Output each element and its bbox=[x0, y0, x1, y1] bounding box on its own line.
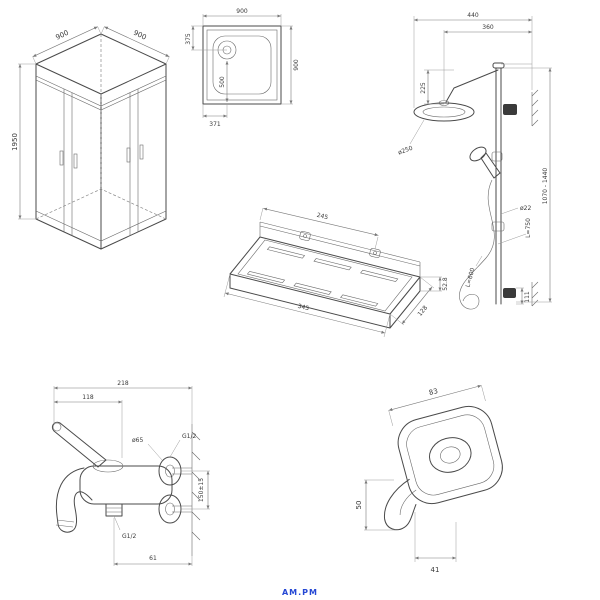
column-hose-lower-label: L=600 bbox=[465, 267, 477, 288]
tray-right-label: 900 bbox=[293, 59, 300, 71]
shelf-length-label: 345 bbox=[297, 303, 310, 313]
column-overall-width-label: 440 bbox=[467, 12, 479, 19]
mixer-dimensions: 118 218 150±15 ø65 G1/2 G1/2 61 bbox=[53, 380, 210, 566]
column-head-drop-label: 225 bbox=[420, 82, 427, 94]
tray-dimensions: 900 900 375 500 371 bbox=[185, 8, 300, 128]
cabin-dimensions: 900 900 1950 bbox=[11, 26, 170, 220]
mixer-thread-bottom-label: G1/2 bbox=[122, 533, 136, 540]
column-outline bbox=[413, 62, 539, 310]
hook-width-label: 83 bbox=[428, 387, 439, 397]
shower-tray-drawing: 900 900 375 500 371 bbox=[183, 6, 301, 128]
column-hose-upper-label: L=750 bbox=[525, 218, 532, 238]
wall-bracket-top bbox=[503, 104, 517, 115]
hand-shower bbox=[469, 146, 501, 179]
column-dimensions: 440 360 225 ø250 1070 - 1440 L=750 ø22 L… bbox=[397, 12, 552, 305]
mixer-escutcheon-dia-label: ø65 bbox=[132, 437, 143, 444]
cabin-width-label: 900 bbox=[54, 29, 70, 42]
tray-outline bbox=[202, 25, 282, 105]
cabin-outline bbox=[35, 33, 167, 250]
cabin-depth-label: 900 bbox=[132, 29, 148, 42]
column-base-label: 111 bbox=[524, 291, 531, 303]
cabin-height-label: 1950 bbox=[11, 133, 19, 151]
mixer-inlet-spacing-label: 150±15 bbox=[198, 478, 205, 502]
cabin-doors bbox=[59, 88, 144, 236]
mixer-outlet bbox=[105, 503, 123, 517]
mixer-handle-dim-label: 118 bbox=[82, 394, 94, 401]
hook-base-width-label: 41 bbox=[431, 566, 440, 574]
slider-bracket bbox=[491, 221, 505, 232]
column-head-dia-label: ø250 bbox=[397, 145, 414, 157]
shower-hose bbox=[459, 179, 495, 310]
tray-center-label: 500 bbox=[219, 76, 226, 88]
mixer-outlet-offset-label: 61 bbox=[149, 555, 157, 562]
column-height-range-label: 1070 - 1440 bbox=[542, 168, 549, 205]
shower-shelf-drawing: 245 345 128 52.8 bbox=[205, 192, 450, 370]
tray-top-label: 900 bbox=[236, 8, 248, 15]
mixer-spout bbox=[55, 467, 93, 533]
shelf-width-label: 245 bbox=[316, 212, 329, 222]
hook-dimensions: 83 50 41 bbox=[355, 384, 486, 574]
shower-column-drawing: 440 360 225 ø250 1070 - 1440 L=750 ø22 L… bbox=[380, 4, 595, 349]
shelf-depth-label: 128 bbox=[417, 304, 430, 317]
tray-bottom-label: 371 bbox=[209, 121, 221, 128]
wall-bracket-bottom bbox=[503, 288, 516, 298]
brand-watermark: AM.PM bbox=[281, 588, 319, 597]
column-pipe-dia-label: ø22 bbox=[520, 205, 531, 212]
robe-hook-drawing: 83 50 41 bbox=[330, 372, 585, 590]
hook-arm bbox=[384, 478, 417, 531]
mixer-thread-top-label: G1/2 bbox=[182, 433, 196, 440]
shower-mixer-drawing: 118 218 150±15 ø65 G1/2 G1/2 61 bbox=[12, 368, 217, 586]
hook-outline bbox=[384, 405, 503, 531]
hook-height-label: 50 bbox=[355, 501, 363, 510]
shower-cabin-drawing: 900 900 1950 bbox=[6, 6, 181, 271]
mixer-overall-dim-label: 218 bbox=[117, 380, 129, 387]
column-head-width-label: 360 bbox=[482, 24, 494, 31]
shelf-outline bbox=[229, 221, 421, 329]
tray-left-label: 375 bbox=[185, 33, 192, 45]
shelf-height-label: 52.8 bbox=[442, 277, 449, 291]
shelf-dimensions: 245 345 128 52.8 bbox=[223, 207, 449, 338]
